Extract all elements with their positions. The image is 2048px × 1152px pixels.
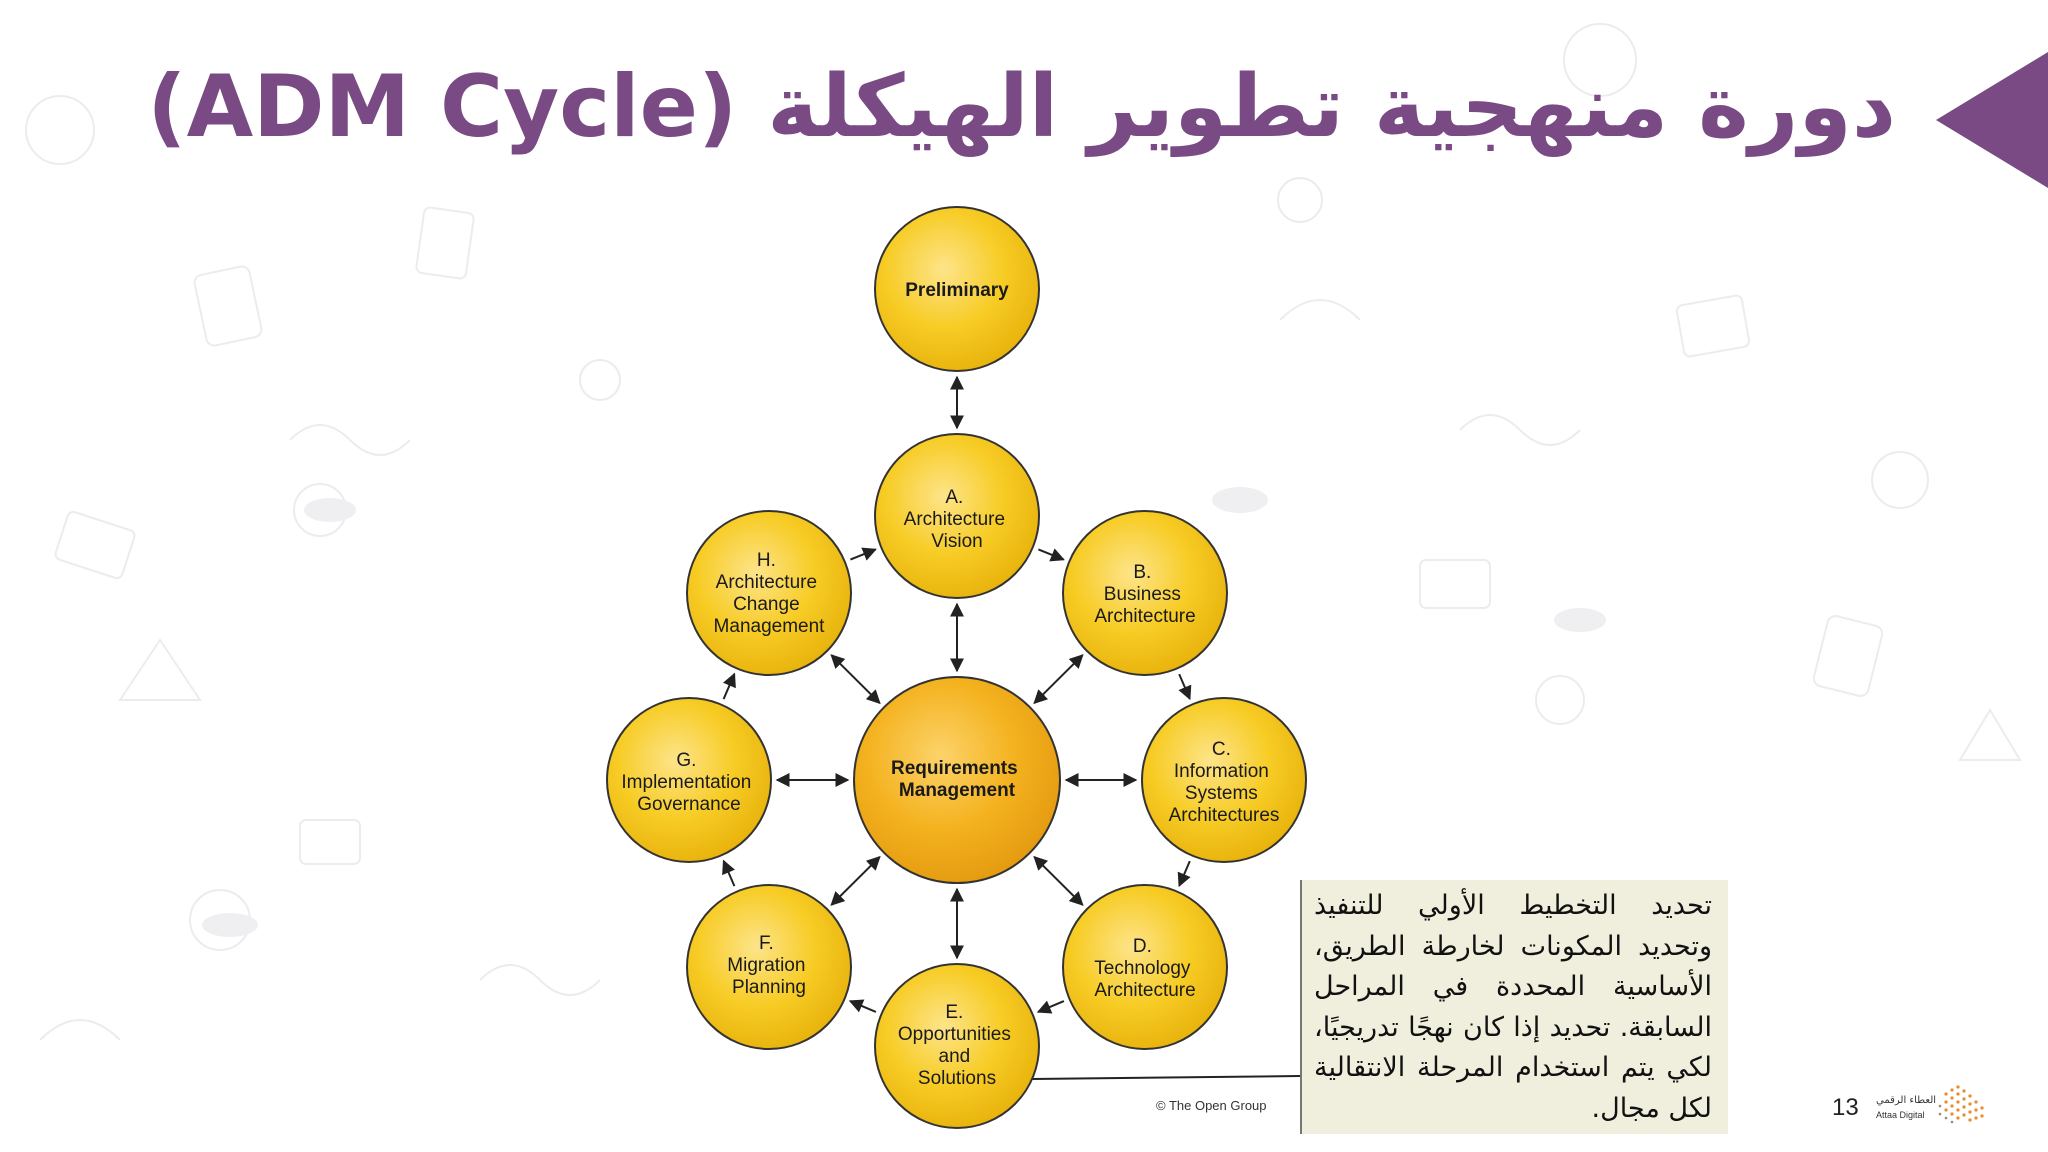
- node-label-line: and: [939, 1046, 971, 1067]
- node-e-label: E. Opportunities and Solutions: [898, 1002, 1016, 1089]
- node-g-circle: [606, 697, 772, 863]
- node-g-label: G. Implementation Governance: [621, 750, 756, 815]
- node-label-line: Architectures: [1169, 805, 1280, 826]
- logo-name-english: Attaa Digital: [1876, 1110, 1925, 1120]
- node-h-architecture-change-management: H. Architecture Change Management: [686, 510, 852, 676]
- node-label-line: Business: [1104, 584, 1181, 605]
- node-h-label: H. Architecture Change Management: [714, 550, 826, 637]
- node-preliminary-circle: [874, 206, 1040, 372]
- diagram-connectors: [722, 375, 1192, 1014]
- node-b-label: B. Business Architecture: [1094, 562, 1195, 627]
- node-h-circle: [686, 510, 852, 676]
- node-label-line: G.: [676, 750, 696, 771]
- node-label-line: Implementation: [621, 772, 751, 793]
- node-label-line: Systems: [1185, 783, 1258, 804]
- arrow-c-to-d: [1177, 860, 1191, 888]
- node-f-migration-planning: F. Migration Planning: [686, 884, 852, 1050]
- node-label-line: Technology: [1094, 958, 1191, 979]
- node-d-technology-architecture: D. Technology Architecture: [1062, 884, 1228, 1050]
- node-label-line: Architecture: [1094, 980, 1195, 1001]
- callout-text-box: تحديد التخطيط الأولي للتنفيذ وتحديد المك…: [1300, 880, 1728, 1134]
- title-triangle-marker: [1936, 52, 2048, 188]
- node-label-line: Preliminary: [905, 280, 1009, 301]
- logo-dots-icon: [1938, 1085, 1984, 1124]
- node-label-line: Requirements: [891, 758, 1018, 779]
- arrow-d-to-e: [1036, 1000, 1065, 1014]
- node-label-line: B.: [1133, 562, 1151, 583]
- arrow-h-to-a: [850, 547, 877, 561]
- arrow-f-to-center: [830, 855, 881, 906]
- attaa-digital-logo: العطاء الرقمي Attaa Digital: [1874, 1080, 1992, 1130]
- node-center-circle: [853, 676, 1061, 884]
- node-label-line: Management: [714, 616, 826, 637]
- node-d-label: D. Technology Architecture: [1094, 936, 1195, 1001]
- arrow-d-to-center: [1033, 855, 1084, 906]
- node-label-line: A.: [945, 487, 963, 508]
- node-a-circle: [874, 433, 1040, 599]
- node-a-label: A. Architecture Vision: [904, 487, 1011, 552]
- node-a-architecture-vision: A. Architecture Vision: [874, 433, 1040, 599]
- node-c-label: C. Information Systems Architectures: [1169, 739, 1280, 826]
- node-e-circle: [874, 963, 1040, 1129]
- node-label-line: Planning: [732, 977, 806, 998]
- arrow-a-to-b: [1038, 548, 1065, 562]
- node-requirements-management: Requirements Management: [853, 676, 1061, 884]
- node-label-line: Opportunities: [898, 1024, 1011, 1045]
- node-b-business-architecture: B. Business Architecture: [1062, 510, 1228, 676]
- arrow-g-to-h: [722, 672, 736, 700]
- node-label-line: Migration: [727, 955, 805, 976]
- node-label-line: Solutions: [918, 1068, 996, 1089]
- node-label-line: H.: [757, 550, 776, 571]
- node-f-label: F. Migration Planning: [727, 933, 810, 998]
- node-label-line: Architecture: [1094, 606, 1195, 627]
- arrow-f-to-g: [722, 859, 736, 887]
- arrow-e-to-f: [848, 999, 877, 1013]
- slide-title: دورة منهجية تطوير الهيكلة (ADM Cycle): [147, 57, 1896, 157]
- node-preliminary: Preliminary: [874, 206, 1040, 372]
- logo-name-arabic: العطاء الرقمي: [1876, 1095, 1937, 1106]
- node-e-opportunities-and-solutions: E. Opportunities and Solutions: [874, 963, 1040, 1129]
- node-center-label: Requirements Management: [891, 758, 1023, 801]
- callout-leader-line: [1031, 1075, 1301, 1080]
- node-label-line: Governance: [637, 794, 741, 815]
- node-label-line: Vision: [931, 531, 982, 552]
- diagram-copyright: © The Open Group: [1156, 1098, 1267, 1113]
- node-g-implementation-governance: G. Implementation Governance: [606, 697, 772, 863]
- arrow-b-to-center: [1033, 654, 1084, 705]
- node-b-circle: [1062, 510, 1228, 676]
- node-f-circle: [686, 884, 852, 1050]
- page-number: 13: [1832, 1094, 1859, 1121]
- node-label-line: C.: [1212, 739, 1231, 760]
- node-d-circle: [1062, 884, 1228, 1050]
- node-label-line: Architecture: [716, 572, 817, 593]
- node-label-line: Information: [1174, 761, 1269, 782]
- node-label-line: Management: [899, 780, 1016, 801]
- node-label-line: Architecture: [904, 509, 1005, 530]
- node-label-line: F.: [759, 933, 774, 954]
- node-label-line: Change: [733, 594, 800, 615]
- arrow-b-to-c: [1178, 673, 1192, 701]
- arrow-h-to-center: [830, 654, 881, 705]
- node-c-information-systems-architectures: C. Information Systems Architectures: [1141, 697, 1307, 863]
- node-label-line: D.: [1133, 936, 1152, 957]
- node-label-line: E.: [945, 1002, 963, 1023]
- node-preliminary-label: Preliminary: [905, 280, 1009, 301]
- node-c-circle: [1141, 697, 1307, 863]
